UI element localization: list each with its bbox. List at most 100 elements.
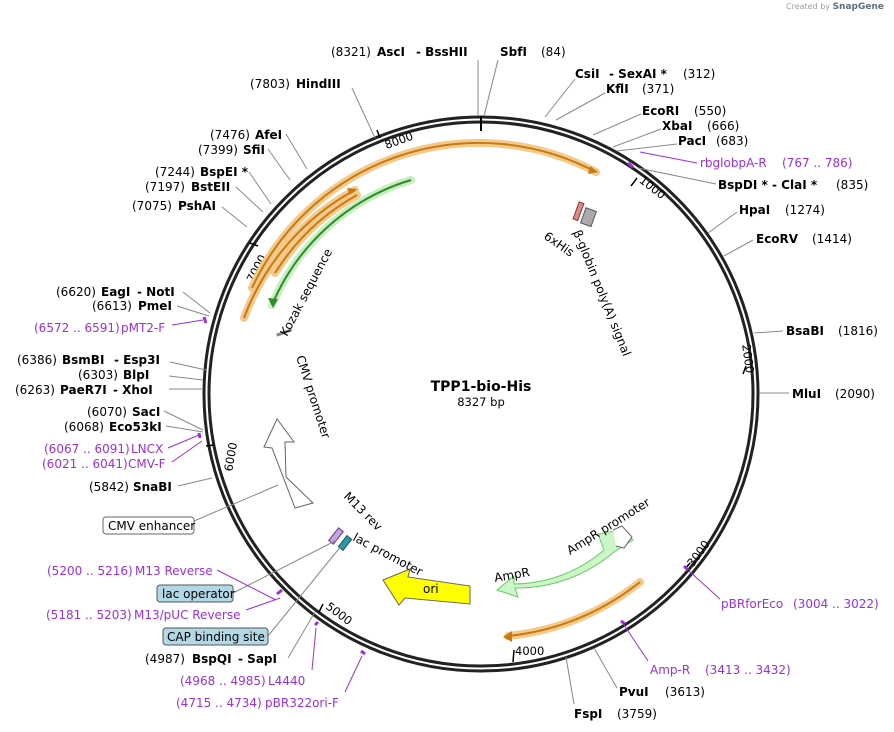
orf-arc-mid-line	[274, 194, 358, 274]
amp-orf-arrowhead	[503, 631, 512, 642]
leader-pbrforeco	[688, 570, 721, 600]
enzyme-sacI-pos: (6070)	[87, 405, 127, 419]
enzyme-sbfI-pos: (84)	[541, 45, 566, 59]
enzyme-pshAI-pos: (7075)	[132, 199, 172, 213]
enzyme-bsaBI-pos: (1816)	[838, 324, 878, 338]
kozak-feature	[276, 328, 293, 337]
primer-ampr: Amp-R	[650, 663, 690, 677]
enzyme-xbaI-pos: (666)	[707, 119, 739, 133]
primer-m13rev: M13 Reverse	[135, 564, 213, 578]
ori-label: ori	[423, 582, 439, 596]
enzyme-bspEI: BspEI *	[200, 165, 249, 179]
lac-promoter-feature	[337, 534, 353, 552]
enzyme-bstEII-pos: (7197)	[145, 180, 185, 194]
leader-pacI	[616, 143, 678, 152]
leader-bspEI	[248, 171, 272, 205]
cmv-enhancer-label: CMV enhancer	[108, 519, 195, 533]
cmv-enhancer-box	[102, 516, 195, 535]
tick-label-4000: 4000	[515, 644, 544, 658]
leader-cmvf	[171, 440, 203, 463]
primer-pmt2f-range: (6572 .. 6591)	[34, 321, 120, 335]
leader-kflI	[555, 92, 606, 121]
primer-mark-l4440	[313, 620, 320, 627]
enzyme-csiI-pos: (312)	[683, 67, 715, 81]
enzyme-bspQI: BspQI	[192, 652, 232, 666]
tick-label-6000: 6000	[221, 441, 240, 472]
ampr-promoter-arrow	[612, 525, 633, 549]
enzyme-xbaI: XbaI	[662, 119, 692, 133]
enzyme-bspDI: BspDI *	[718, 178, 768, 192]
leader-blpI	[168, 375, 204, 381]
leader-afeI	[285, 133, 308, 170]
leader-m13puc	[245, 597, 281, 611]
enzyme-hpaI: HpaI	[739, 203, 770, 217]
primer-mark-cmvf	[197, 432, 202, 439]
leader-ecoRV	[723, 239, 754, 257]
enzyme-pshAI: PshAI	[178, 199, 216, 213]
enzyme-bsmBI: BsmBI	[62, 353, 104, 367]
primer-rbglobpa: rbglobpA-R	[700, 156, 767, 170]
enzyme-bsshII-name: BssHII	[425, 45, 467, 59]
primer-mark-pbr322ori	[360, 649, 366, 656]
ampr-feature	[495, 529, 634, 598]
lac-operator-label: lac operator	[162, 587, 235, 601]
primer-cmvf-range: (6021 .. 6041)	[42, 457, 128, 471]
enzyme-csiI: CsiI	[575, 67, 600, 81]
enzyme-bstEII: BstEII	[191, 180, 230, 194]
enzyme-pmeI: PmeI	[138, 299, 172, 313]
leader-rbglobpa	[639, 151, 698, 164]
primer-mark-pmt2f	[202, 316, 208, 324]
enzyme-claI: - ClaI *	[772, 178, 818, 192]
leader-bstEII	[235, 186, 264, 213]
orf-arc-outer-line	[251, 141, 597, 289]
leader-ecoRI	[592, 113, 642, 136]
enzyme-hpaI-pos: (1274)	[785, 203, 825, 217]
m13-rev-feature	[328, 527, 344, 545]
enzyme-ascI: AscI	[377, 45, 405, 59]
snapgene-credit: Created by SnapGene	[786, 2, 884, 12]
leader-xbaI	[612, 128, 662, 148]
enzyme-bspEI-pos: (7244)	[155, 165, 195, 179]
m13-rev-label: M13 rev	[341, 489, 385, 533]
ori-feature	[382, 568, 471, 606]
plasmid-name: TPP1-bio-His	[431, 379, 532, 395]
enzyme-blpI-pos: (6303)	[78, 368, 118, 382]
cap-site-leader	[267, 544, 343, 637]
enzyme-afeI: AfeI	[255, 128, 282, 142]
lac-operator-leader	[232, 539, 338, 594]
leader-l4440	[311, 627, 317, 671]
boxed-features: CMV enhancer lac operator CAP binding si…	[102, 484, 343, 646]
enzyme-paeR7I-pos: (6263)	[15, 383, 55, 397]
leader-pshAI	[221, 206, 248, 228]
enzyme-sexAI-name: SexAI *	[618, 67, 667, 81]
primer-labels: rbglobpA-R (767 .. 786) pBRforEco (3004 …	[34, 151, 879, 710]
enzyme-ecoRI: EcoRI	[642, 104, 679, 118]
enzyme-blpI: BlpI	[123, 368, 149, 382]
orf-arcs	[240, 138, 644, 642]
leader-lncx	[167, 434, 200, 449]
enzyme-notI-name: NotI	[146, 285, 175, 299]
primer-m13puc-range: (5181 .. 5203)	[46, 608, 132, 622]
polya-feature	[579, 207, 598, 228]
primer-l4440: L4440	[268, 674, 305, 688]
primer-ampr-range: (3413 .. 3432)	[705, 663, 791, 677]
tick-1000	[630, 177, 638, 187]
enzyme-bspQI-pos: (4987)	[145, 652, 185, 666]
enzyme-snaBI: SnaBI	[133, 480, 172, 494]
enzyme-ecoRV-pos: (1414)	[812, 232, 852, 246]
cap-site-box	[162, 627, 269, 646]
leader-snaBI	[177, 477, 213, 487]
enzyme-esp3I-name: Esp3I	[123, 353, 160, 367]
enzyme-sfiI-pos: (7399)	[198, 143, 238, 157]
scale-ticks: 1000 2000 3000 4000 5000 6000 7000 8000	[205, 129, 757, 663]
snapgene-logo: SnapGene	[832, 2, 884, 12]
leader-m13rev	[216, 569, 277, 601]
primer-lncx: LNCX	[131, 442, 163, 456]
polya-label: β-globin poly(A) signal	[570, 228, 634, 358]
enzyme-fspI-pos: (3759)	[617, 707, 657, 721]
enzyme-hindIII-pos: (7803)	[250, 77, 290, 91]
leader-fspI	[565, 656, 575, 705]
leader-hpaI	[707, 211, 738, 234]
leader-sacI	[163, 410, 204, 431]
primer-lncx-range: (6067 .. 6091)	[44, 442, 130, 456]
